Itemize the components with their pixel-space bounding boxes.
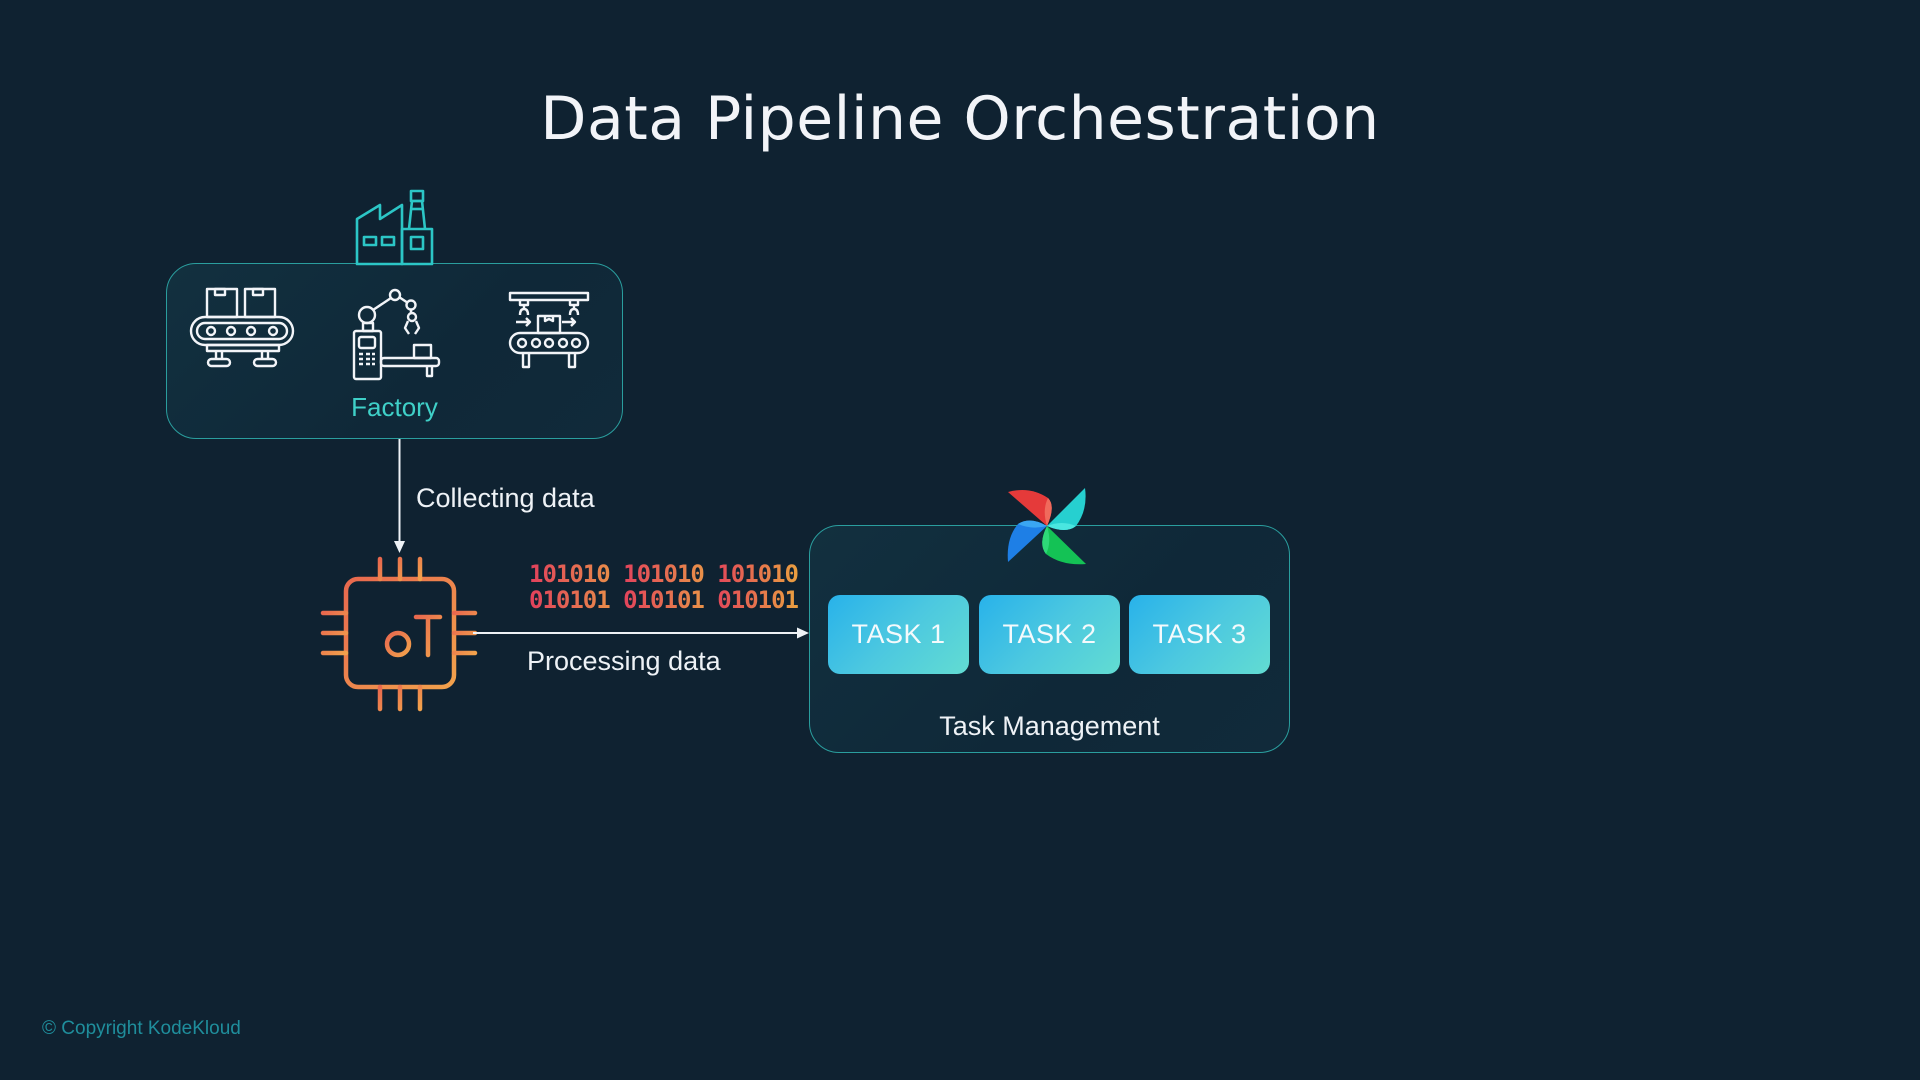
airflow-pinwheel-icon — [1007, 488, 1086, 565]
iot-chip-icon — [320, 556, 478, 712]
collecting-data-label: Collecting data — [416, 483, 595, 513]
conveyor-belt-boxes-icon — [189, 287, 295, 368]
process-arrow — [473, 627, 809, 639]
copyright-footer: © Copyright KodeKloud — [42, 1018, 241, 1039]
factory-label: Factory — [351, 392, 438, 422]
task-management-label: Task Management — [939, 711, 1160, 741]
robotic-arm-icon — [352, 288, 441, 381]
assembly-line-icon — [508, 291, 590, 369]
processing-data-label: Processing data — [527, 646, 721, 676]
page-title: Data Pipeline Orchestration — [540, 84, 1380, 154]
factory-building-icon — [355, 189, 434, 266]
collect-arrow — [394, 439, 405, 553]
task-1-button[interactable]: TASK 1 — [828, 595, 969, 674]
task-3-button[interactable]: TASK 3 — [1129, 595, 1270, 674]
binary-stream-bottom: 010101 010101 010101 — [529, 586, 799, 614]
task-2-button[interactable]: TASK 2 — [979, 595, 1120, 674]
binary-stream-top: 101010 101010 101010 — [529, 560, 799, 588]
